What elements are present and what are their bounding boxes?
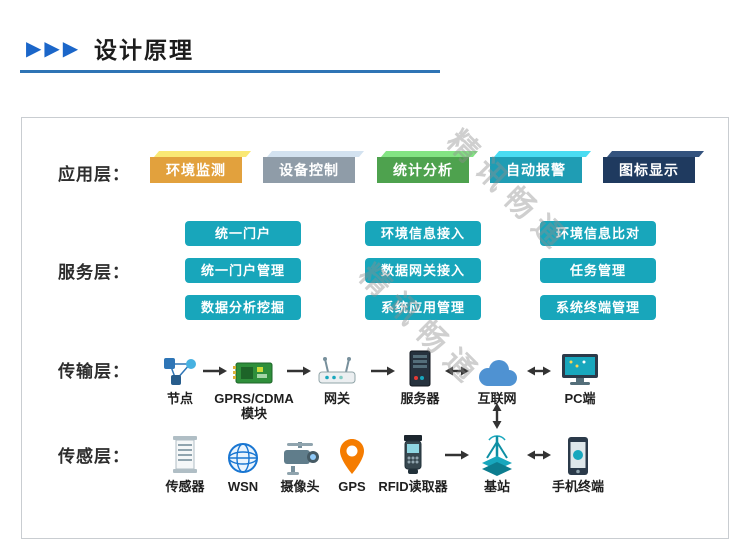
mobile-phone-icon <box>568 437 588 475</box>
gprs-module-icon <box>233 362 273 384</box>
transport-node: 服务器 <box>385 348 455 406</box>
app-box-label: 自动报警 <box>506 162 566 178</box>
node-label-line2: 模块 <box>240 406 267 421</box>
sensor-node: RFID读取器 <box>369 430 457 494</box>
camera-icon <box>284 442 319 475</box>
node-label: WSN <box>227 479 259 494</box>
sensor-layer-label: 传感层： <box>58 447 130 466</box>
node-label: 摄像头 <box>280 479 320 494</box>
internet-cloud-icon <box>479 360 517 386</box>
application-layer-label: 应用层： <box>58 165 130 184</box>
node-label: 传感器 <box>165 479 205 494</box>
node-label: RFID读取器 <box>378 479 448 494</box>
transport-node: PC端 <box>545 348 615 406</box>
arrow-right-icon <box>444 448 470 466</box>
sensor-icon <box>173 436 197 473</box>
gps-pin-icon <box>340 439 364 474</box>
sensor-node: 基站 <box>462 430 532 494</box>
transport-layer-label: 传输层： <box>58 362 130 381</box>
base-station-icon <box>482 435 512 476</box>
sensor-node: WSN <box>208 430 278 494</box>
service-layer-label: 服务层： <box>58 263 130 282</box>
triple-arrow-icon: ▶▶▶ <box>26 38 82 60</box>
app-box-auto-alarm: 自动报警 <box>490 157 582 183</box>
node-label: 服务器 <box>400 391 440 406</box>
service-box-unified-portal: 统一门户 <box>185 221 301 246</box>
app-box-icon-display: 图标显示 <box>603 157 695 183</box>
transport-node: GPRS/CDMA 模块 <box>212 348 296 421</box>
node-label: 节点 <box>166 391 193 406</box>
service-box-gateway-access: 数据网关接入 <box>365 258 481 283</box>
node-label: GPS <box>338 479 366 494</box>
arrow-both-icon <box>526 448 552 466</box>
transport-node: 网关 <box>302 348 372 406</box>
rfid-reader-icon <box>404 435 422 474</box>
service-box-env-info-access: 环境信息接入 <box>365 221 481 246</box>
node-label: PC端 <box>564 391 596 406</box>
arrow-vertical-icon <box>491 402 503 435</box>
app-box-label: 图标显示 <box>619 162 679 178</box>
arrow-right-icon <box>286 364 312 382</box>
service-box-env-info-compare: 环境信息比对 <box>540 221 656 246</box>
service-box-data-mining: 数据分析挖掘 <box>185 295 301 320</box>
sensor-node: GPS <box>317 430 387 494</box>
node-label: 互联网 <box>477 391 517 406</box>
app-box-label: 环境监测 <box>166 162 226 178</box>
diagram-frame <box>21 117 729 539</box>
arrow-right-icon <box>202 364 228 382</box>
service-box-task-management: 任务管理 <box>540 258 656 283</box>
transport-node: 节点 <box>145 348 215 406</box>
node-label: 网关 <box>323 391 350 406</box>
gateway-icon <box>318 357 356 384</box>
node-label: GPRS/CDMA <box>214 391 294 406</box>
sensor-node: 摄像头 <box>265 430 335 494</box>
service-box-portal-management: 统一门户管理 <box>185 258 301 283</box>
app-box-label: 设备控制 <box>279 162 339 178</box>
arrow-both-icon <box>526 364 552 382</box>
page-title: 设计原理 <box>94 37 194 63</box>
node-label: 基站 <box>483 479 510 494</box>
app-box-statistics: 统计分析 <box>377 157 469 183</box>
sensor-node: 手机终端 <box>538 430 618 494</box>
title-underline <box>20 70 440 73</box>
service-box-system-app-management: 系统应用管理 <box>365 295 481 320</box>
arrow-right-icon <box>370 364 396 382</box>
server-icon <box>409 350 431 387</box>
wsn-globe-icon <box>228 443 258 473</box>
nodes-icon <box>164 358 196 385</box>
pc-monitor-icon <box>562 354 598 385</box>
node-label: 手机终端 <box>551 479 604 494</box>
arrow-both-icon <box>444 364 470 382</box>
app-box-label: 统计分析 <box>393 162 453 178</box>
transport-node: 互联网 <box>462 348 532 406</box>
app-box-device-control: 设备控制 <box>263 157 355 183</box>
app-box-environment-monitoring: 环境监测 <box>150 157 242 183</box>
sensor-node: 传感器 <box>150 430 220 494</box>
service-box-terminal-management: 系统终端管理 <box>540 295 656 320</box>
